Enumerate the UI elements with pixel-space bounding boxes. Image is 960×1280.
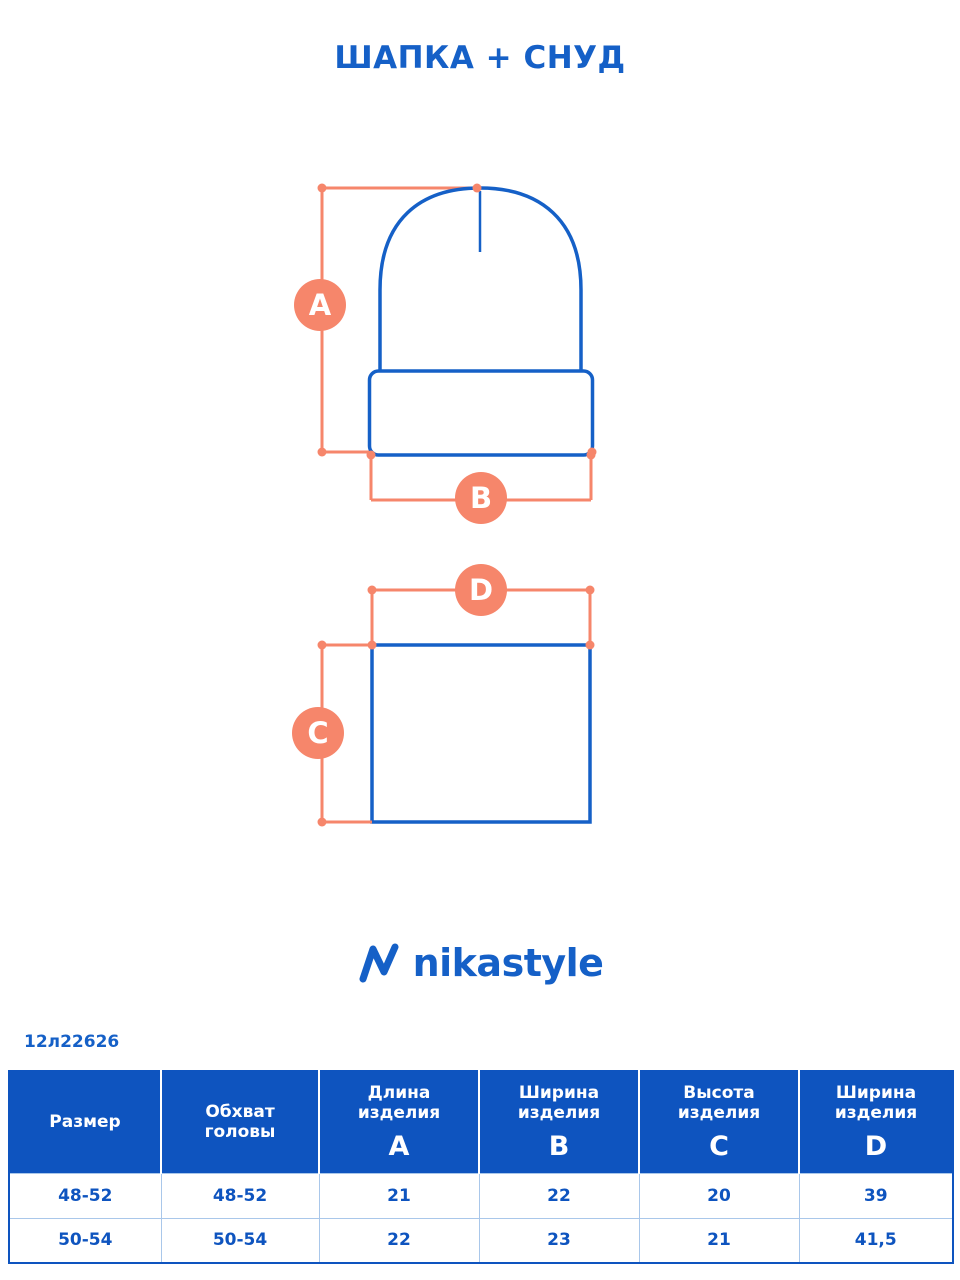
svg-text:B: B [470,481,492,515]
cell-width-b: 23 [478,1217,640,1264]
col-header-head-circumference: Обхват головы [161,1071,320,1173]
brand-logo: nikastyle [0,930,960,996]
snood-outline [370,643,592,824]
cell-width-d: 41,5 [798,1217,954,1264]
svg-text:D: D [469,573,493,607]
col-header-width-d-label: Ширина изделия [834,1082,918,1124]
cell-width-d: 39 [798,1172,954,1219]
svg-text:C: C [307,716,328,750]
col-header-width-d: Ширина изделия D [799,1071,953,1173]
col-header-length-a: Длина изделия A [319,1071,480,1173]
svg-text:A: A [309,288,332,322]
cell-height-c: 21 [638,1217,800,1264]
table-row: 50-54 50-54 22 23 21 41,5 [8,1217,954,1264]
col-header-length-a-letter: A [388,1130,410,1162]
measure-dots-b [366,450,596,460]
col-header-height-c-label: Высота изделия [677,1082,761,1124]
measurement-diagram: A B D C [292,183,597,827]
cell-length-a: 21 [318,1172,480,1219]
size-table: Размер Обхват головы Длина изделия A Шир… [8,1070,954,1264]
cell-length-a: 22 [318,1217,480,1264]
hat-cuff-outline [367,369,595,457]
col-header-width-d-letter: D [864,1130,888,1162]
cell-size: 48-52 [8,1172,162,1219]
cell-head-circumference: 48-52 [160,1172,320,1219]
label-badge-d: D [455,564,507,616]
cell-height-c: 20 [638,1172,800,1219]
col-header-width-b-letter: B [548,1130,570,1162]
table-row: 48-52 48-52 21 22 20 39 [8,1172,954,1219]
cell-head-circumference: 50-54 [160,1217,320,1264]
col-header-width-b: Ширина изделия B [479,1071,640,1173]
measure-dots-c [317,640,327,827]
page-title: ШАПКА + СНУД [334,40,626,76]
col-header-width-b-label: Ширина изделия [517,1082,601,1124]
col-header-size-label: Размер [49,1112,121,1133]
col-header-height-c-letter: C [709,1130,729,1162]
col-header-length-a-label: Длина изделия [357,1082,441,1124]
brand-logo-text: nikastyle [412,941,604,985]
label-badge-a: A [294,279,346,331]
article-number: 12л22626 [24,1032,120,1052]
cell-size: 50-54 [8,1217,162,1264]
col-header-height-c: Высота изделия C [639,1071,800,1173]
size-table-header: Размер Обхват головы Длина изделия A Шир… [9,1071,953,1173]
label-badge-b: B [455,472,507,524]
col-header-head-circumference-label: Обхват головы [204,1101,276,1143]
size-table-body: 48-52 48-52 21 22 20 39 50-54 50-54 22 2… [8,1172,954,1264]
brand-logo-icon [359,943,399,983]
measure-dots-a [317,183,597,457]
label-badge-c: C [292,707,344,759]
col-header-size: Размер [9,1071,162,1173]
cell-width-b: 22 [478,1172,640,1219]
